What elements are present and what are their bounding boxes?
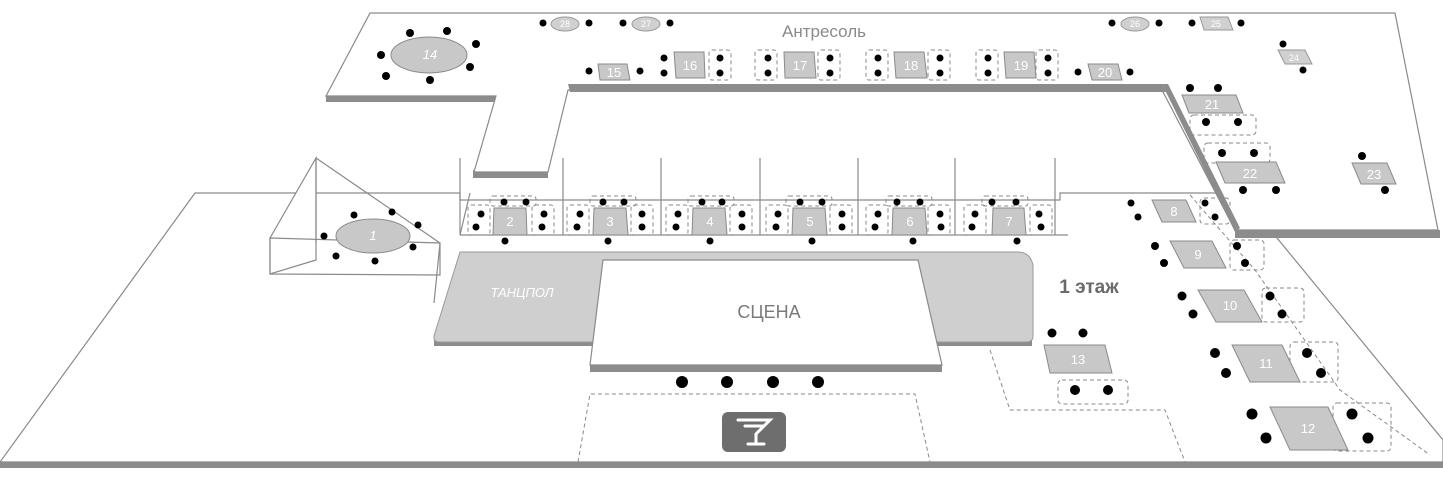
table-18[interactable]: 18	[893, 51, 928, 79]
table-25-label: 25	[1211, 19, 1221, 29]
table-12-label: 12	[1301, 421, 1315, 436]
table-23-label: 23	[1367, 167, 1381, 182]
table-11-label: 11	[1259, 356, 1273, 371]
table-15[interactable]: 15	[597, 63, 631, 81]
table-22[interactable]: 22	[1215, 161, 1286, 184]
table-16-label: 16	[683, 58, 697, 73]
table-14-label: 14	[423, 47, 437, 62]
table-19[interactable]: 19	[1003, 51, 1037, 79]
table-26[interactable]: 26	[1120, 16, 1150, 32]
table-18-label: 18	[904, 58, 918, 73]
table-3[interactable]: 3	[592, 207, 629, 236]
table-5[interactable]: 5	[791, 207, 828, 236]
table-2-label: 2	[506, 214, 513, 229]
tables: 14 1 28 27 26 25 24 15 16 17 18 19 20 21…	[335, 16, 1397, 451]
table-27[interactable]: 27	[631, 16, 661, 32]
table-6-label: 6	[906, 214, 913, 229]
table-14[interactable]: 14	[390, 36, 468, 74]
stage	[589, 259, 943, 372]
table-7[interactable]: 7	[991, 207, 1027, 236]
table-13-label: 13	[1071, 352, 1085, 367]
cocktail-glass-icon[interactable]	[722, 412, 786, 452]
table-27-label: 27	[641, 19, 651, 29]
table-28-label: 28	[560, 19, 570, 29]
table-10[interactable]: 10	[1197, 289, 1263, 323]
mezzanine-label: Антресоль	[782, 22, 866, 41]
table-4-label: 4	[706, 214, 713, 229]
table-13[interactable]: 13	[1043, 344, 1113, 374]
table-8[interactable]: 8	[1151, 199, 1197, 223]
table-24[interactable]: 24	[1277, 49, 1313, 65]
table-9[interactable]: 9	[1169, 240, 1227, 269]
table-4[interactable]: 4	[691, 207, 728, 236]
table-16[interactable]: 16	[673, 51, 706, 79]
table-20[interactable]: 20	[1087, 63, 1123, 81]
dancefloor-label: ТАНЦПОЛ	[490, 285, 553, 300]
table-21[interactable]: 21	[1181, 94, 1244, 114]
table-20-label: 20	[1098, 65, 1112, 80]
table-9-label: 9	[1194, 247, 1201, 262]
stage-label: СЦЕНА	[737, 302, 800, 322]
table-28[interactable]: 28	[550, 16, 580, 32]
table-5-label: 5	[806, 214, 813, 229]
table-26-label: 26	[1130, 19, 1140, 29]
table-22-label: 22	[1243, 166, 1257, 181]
table-21-label: 21	[1205, 97, 1219, 112]
table-2[interactable]: 2	[492, 207, 528, 236]
table-12[interactable]: 12	[1269, 406, 1349, 451]
seats	[320, 19, 1389, 444]
table-23[interactable]: 23	[1351, 162, 1397, 185]
table-3-label: 3	[606, 214, 613, 229]
table-17-label: 17	[793, 58, 807, 73]
table-8-label: 8	[1170, 204, 1177, 219]
sofas	[467, 49, 1392, 452]
floor-1-label: 1 этаж	[1059, 277, 1119, 298]
table-10-label: 10	[1223, 298, 1237, 313]
table-15-label: 15	[607, 65, 621, 80]
table-7-label: 7	[1005, 214, 1012, 229]
table-6[interactable]: 6	[891, 207, 928, 236]
table-24-label: 24	[1289, 53, 1299, 63]
table-11[interactable]: 11	[1231, 344, 1301, 383]
table-1[interactable]: 1	[335, 218, 411, 254]
table-19-label: 19	[1014, 58, 1028, 73]
bar-zone	[577, 393, 931, 463]
table-25[interactable]: 25	[1199, 16, 1234, 31]
table-17[interactable]: 17	[783, 51, 817, 79]
table-1-label: 1	[369, 228, 376, 243]
